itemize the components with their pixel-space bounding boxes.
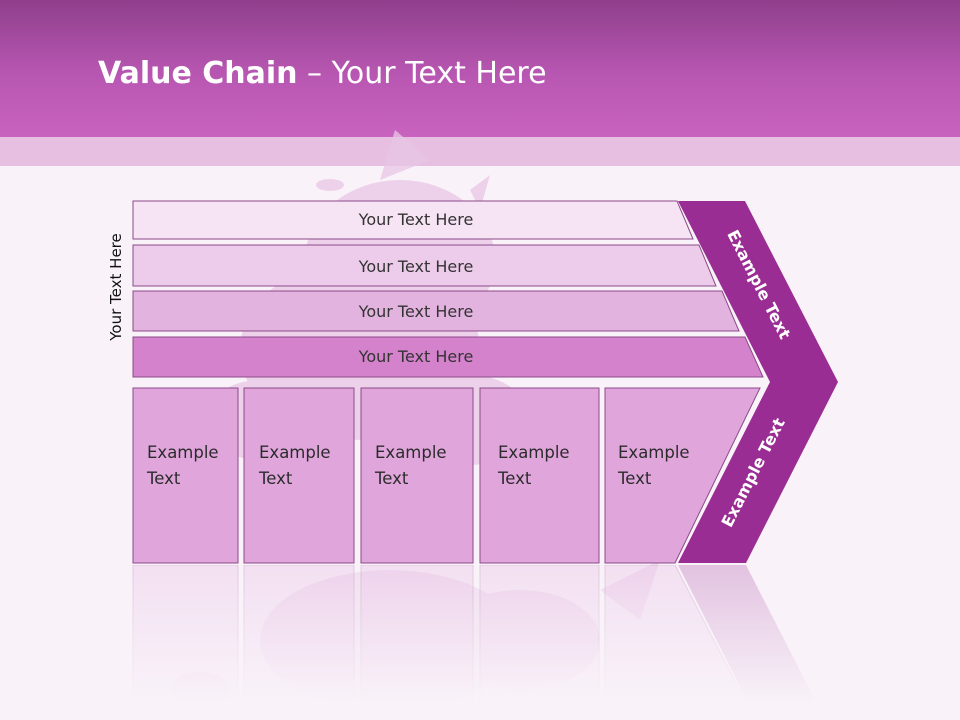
primary-box-label-3-line2: Text [375,469,409,488]
margin-arrow-top[interactable] [678,201,838,382]
primary-box-label-1-line2: Text [147,469,181,488]
primary-box-label-1: Example Text [147,440,219,492]
primary-box-1[interactable] [132,387,239,564]
primary-box-4[interactable] [479,387,600,564]
primary-box-label-2-line1: Example [259,443,331,462]
primary-box-2[interactable] [243,387,355,564]
title-separator: – [297,56,332,91]
margin-arrow-bottom[interactable] [678,382,838,563]
primary-box-label-5: Example Text [618,440,690,492]
header-band [0,137,960,166]
support-bar-2[interactable] [132,244,717,287]
title-subtitle: Your Text Here [331,56,547,91]
support-bar-1[interactable] [132,200,694,240]
primary-box-label-4: Example Text [498,440,570,492]
support-bar-label-1: Your Text Here [358,210,474,229]
primary-box-label-2: Example Text [259,440,331,492]
primary-box-label-3-line1: Example [375,443,447,462]
primary-box-label-2-line2: Text [259,469,293,488]
header-banner [0,0,960,137]
primary-box-label-4-line1: Example [498,443,570,462]
primary-box-5[interactable] [604,387,761,564]
primary-box-label-3: Example Text [375,440,447,492]
support-bar-3[interactable] [132,290,740,332]
support-bar-label-3: Your Text Here [358,302,474,321]
primary-box-label-5-line2: Text [618,469,652,488]
support-bar-label-4: Your Text Here [358,347,474,366]
primary-box-label-1-line1: Example [147,443,219,462]
primary-box-3[interactable] [360,387,474,564]
title-bold: Value Chain [98,56,298,91]
support-bar-label-2: Your Text Here [358,257,474,276]
primary-box-label-5-line1: Example [618,443,690,462]
support-bar-4[interactable] [132,336,764,378]
primary-box-label-4-line2: Text [498,469,532,488]
slide-title[interactable]: Value Chain – Your Text Here [98,56,547,96]
